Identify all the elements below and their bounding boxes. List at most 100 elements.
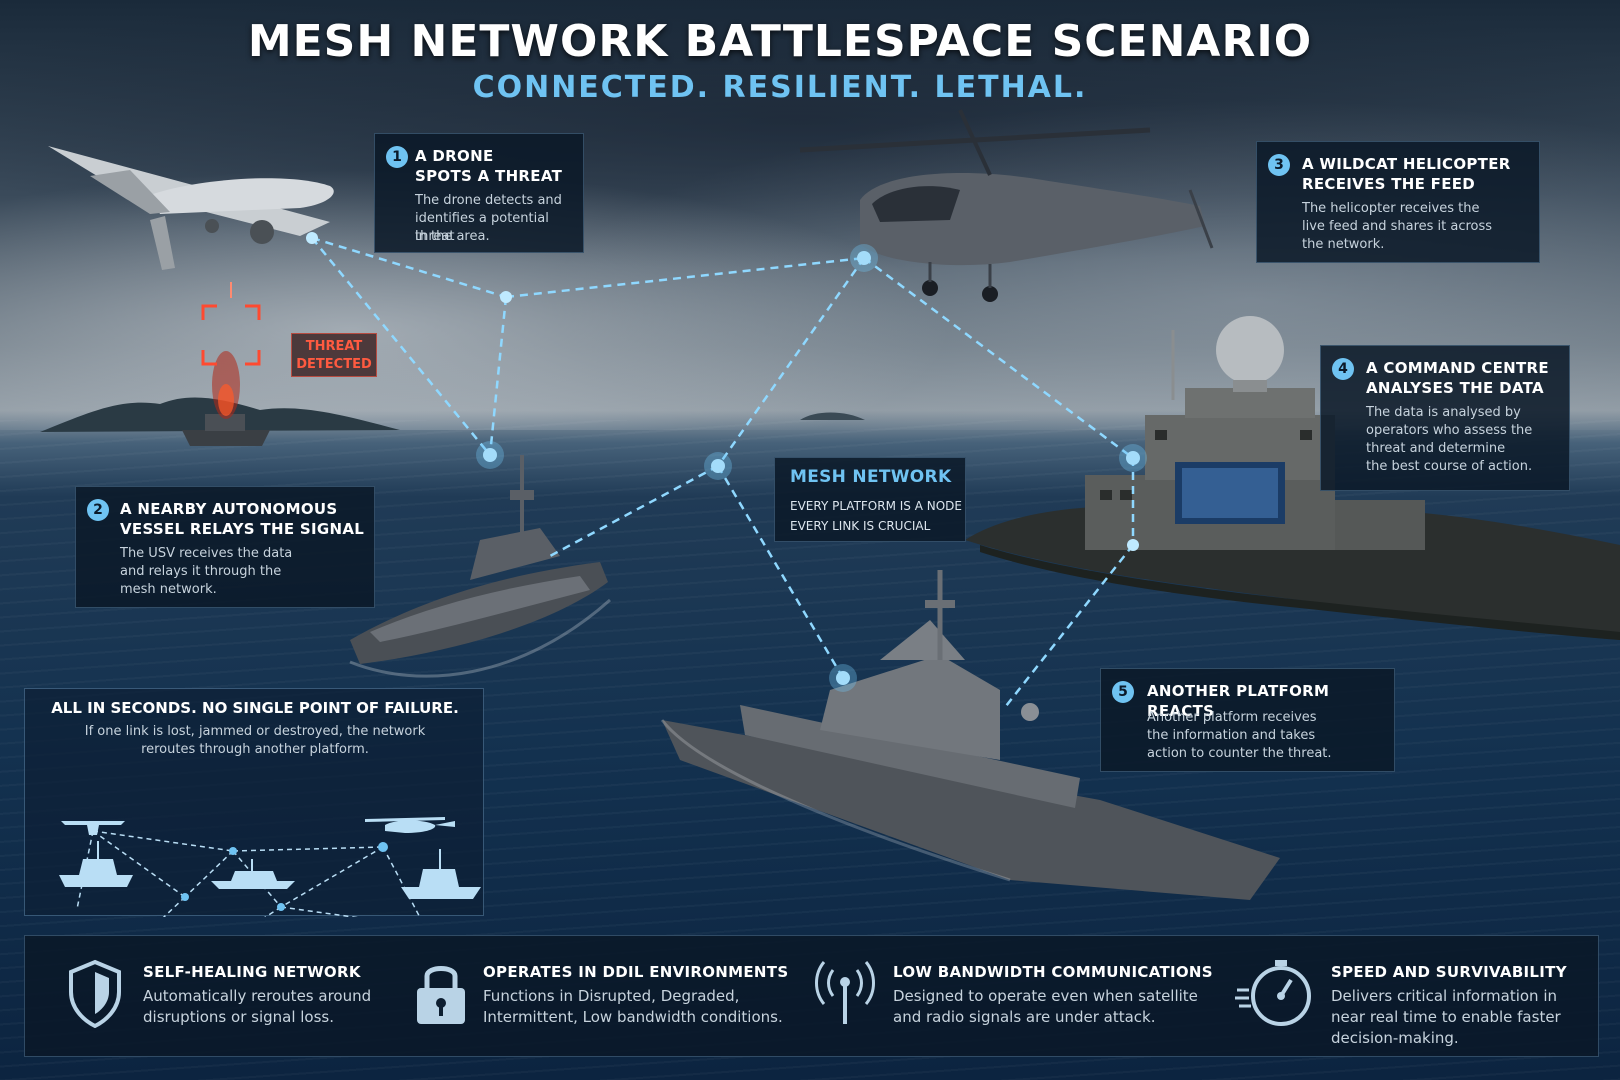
step-card-platform: 5 ANOTHER PLATFORM REACTS Another platfo… <box>1100 668 1395 772</box>
mesh-node <box>836 671 850 685</box>
resilience-title: ALL IN SECONDS. NO SINGLE POINT OF FAILU… <box>51 699 459 717</box>
step-body-line: threat and determine <box>1366 441 1506 456</box>
step-number: 4 <box>1332 358 1354 380</box>
mesh-node <box>1126 451 1140 465</box>
target-reticle-icon <box>201 282 261 366</box>
feature-body-line: Designed to operate even when satellite <box>893 987 1198 1005</box>
mesh-node <box>711 459 725 473</box>
feature-title: SELF-HEALING NETWORK <box>143 963 361 981</box>
stopwatch-icon <box>1235 960 1311 1026</box>
step-number: 3 <box>1268 154 1290 176</box>
mesh-node <box>857 251 871 265</box>
threat-detected-label: THREAT DETECTED <box>291 333 377 377</box>
step-body-line: The USV receives the data <box>120 546 293 561</box>
island-rocks <box>980 545 1620 640</box>
mini-platform-icons <box>61 817 455 835</box>
mesh-node <box>483 448 497 462</box>
step-card-usv: 2 A NEARBY AUTONOMOUS VESSEL RELAYS THE … <box>75 486 375 608</box>
step-body-line: mesh network. <box>120 582 217 597</box>
step-body-line: action to counter the threat. <box>1147 746 1332 761</box>
mini-ship-icons <box>59 841 481 899</box>
threat-vessel <box>182 351 270 446</box>
shield-icon <box>69 959 121 1028</box>
mini-drone-icon <box>61 821 125 835</box>
mini-helicopter-icon <box>365 817 455 833</box>
step-body-line: operators who assess the <box>1366 423 1533 438</box>
page-subtitle: CONNECTED. RESILIENT. LETHAL. <box>472 70 1088 105</box>
mesh-card-line: EVERY LINK IS CRUCIAL <box>790 519 931 533</box>
island-horizon <box>800 412 865 420</box>
features-footer: SELF-HEALING NETWORK Automatically rerou… <box>24 935 1599 1057</box>
feature-self-healing: SELF-HEALING NETWORK Automatically rerou… <box>65 936 385 1056</box>
feature-ddil: OPERATES IN DDIL ENVIRONMENTS Functions … <box>413 936 813 1056</box>
step-body-line: identifies a potential threat <box>415 211 549 244</box>
step-card-helicopter: 3 A WILDCAT HELICOPTER RECEIVES THE FEED… <box>1256 141 1540 263</box>
threat-label-line1: THREAT <box>305 339 363 354</box>
step-body-line: the network. <box>1302 237 1385 252</box>
feature-title: SPEED AND SURVIVABILITY <box>1331 963 1567 981</box>
step-card-command-centre: 4 A COMMAND CENTRE ANALYSES THE DATA The… <box>1320 345 1570 491</box>
feature-low-bandwidth: LOW BANDWIDTH COMMUNICATIONS Designed to… <box>813 936 1223 1056</box>
resilience-body: If one link is lost, jammed or destroyed… <box>45 723 465 759</box>
resilience-body-line: reroutes through another platform. <box>141 742 369 757</box>
step-body-line: and relays it through the <box>120 564 282 579</box>
mesh-card-line: EVERY PLATFORM IS A NODE <box>790 499 962 513</box>
step-body-line: The data is analysed by <box>1366 405 1521 420</box>
frigate <box>660 570 1280 900</box>
feature-body: Delivers critical information in near re… <box>1331 986 1561 1049</box>
autonomous-surface-vessel <box>349 455 611 678</box>
feature-body-line: Delivers critical information in <box>1331 987 1557 1005</box>
step-body-line: Another platform receives <box>1147 710 1317 725</box>
step-title-line2: ANALYSES THE DATA <box>1366 379 1544 397</box>
step-body-line: the best course of action. <box>1366 459 1533 474</box>
mesh-links <box>311 236 1135 707</box>
mesh-node <box>1127 539 1139 551</box>
step-body-line: in the area. <box>415 229 490 244</box>
feature-body-line: disruptions or signal loss. <box>143 1008 335 1026</box>
step-title-line1: A NEARBY AUTONOMOUS <box>120 500 338 518</box>
mini-ship-icon <box>59 841 133 887</box>
step-title-line2: VESSEL RELAYS THE SIGNAL <box>120 520 365 538</box>
feature-body-line: and radio signals are under attack. <box>893 1008 1156 1026</box>
antenna-icon <box>815 961 875 1024</box>
mini-ship-icon <box>401 849 481 899</box>
step-title-line2: RECEIVES THE FEED <box>1302 175 1476 193</box>
step-title-line1: A COMMAND CENTRE <box>1366 359 1549 377</box>
helicopter <box>799 109 1214 302</box>
threat-label-line2: DETECTED <box>296 357 372 372</box>
feature-body-line: Functions in Disrupted, Degraded, <box>483 987 740 1005</box>
step-body-line: The drone detects and <box>415 193 562 208</box>
step-number: 5 <box>1112 681 1134 703</box>
resilience-panel: ALL IN SECONDS. NO SINGLE POINT OF FAILU… <box>24 688 484 917</box>
feature-title: OPERATES IN DDIL ENVIRONMENTS <box>483 963 789 981</box>
resilience-body-line: If one link is lost, jammed or destroyed… <box>84 724 426 739</box>
feature-body: Designed to operate even when satellite … <box>893 986 1198 1028</box>
step-title-line2: SPOTS A THREAT <box>415 167 563 185</box>
feature-body: Functions in Disrupted, Degraded, Interm… <box>483 986 783 1028</box>
feature-title: LOW BANDWIDTH COMMUNICATIONS <box>893 963 1213 981</box>
step-title-line1: A WILDCAT HELICOPTER <box>1302 155 1511 173</box>
step-body-line: The helicopter receives the <box>1302 201 1480 216</box>
command-centre-building <box>1085 316 1425 550</box>
page-title: MESH NETWORK BATTLESPACE SCENARIO <box>247 16 1313 67</box>
step-number: 1 <box>386 146 408 168</box>
padlock-icon <box>417 966 465 1024</box>
step-number: 2 <box>87 499 109 521</box>
mesh-card-title: MESH NETWORK <box>790 467 952 487</box>
feature-speed: SPEED AND SURVIVABILITY Delivers critica… <box>1235 936 1575 1056</box>
mesh-nodes <box>306 232 1140 685</box>
mesh-node <box>500 291 512 303</box>
feature-body-line: Automatically reroutes around <box>143 987 372 1005</box>
feature-body-line: Intermittent, Low bandwidth conditions. <box>483 1008 783 1026</box>
mesh-node-glow <box>476 244 1147 692</box>
feature-body-line: near real time to enable faster <box>1331 1008 1561 1026</box>
mesh-network-card: MESH NETWORK EVERY PLATFORM IS A NODE EV… <box>774 457 966 542</box>
feature-body: Automatically reroutes around disruption… <box>143 986 371 1028</box>
step-card-drone: 1 A DRONE SPOTS A THREAT The drone detec… <box>374 133 584 253</box>
step-body-line: live feed and shares it across <box>1302 219 1493 234</box>
mesh-node <box>306 232 318 244</box>
mini-ship-icon <box>211 859 295 889</box>
feature-body-line: decision-making. <box>1331 1029 1459 1047</box>
